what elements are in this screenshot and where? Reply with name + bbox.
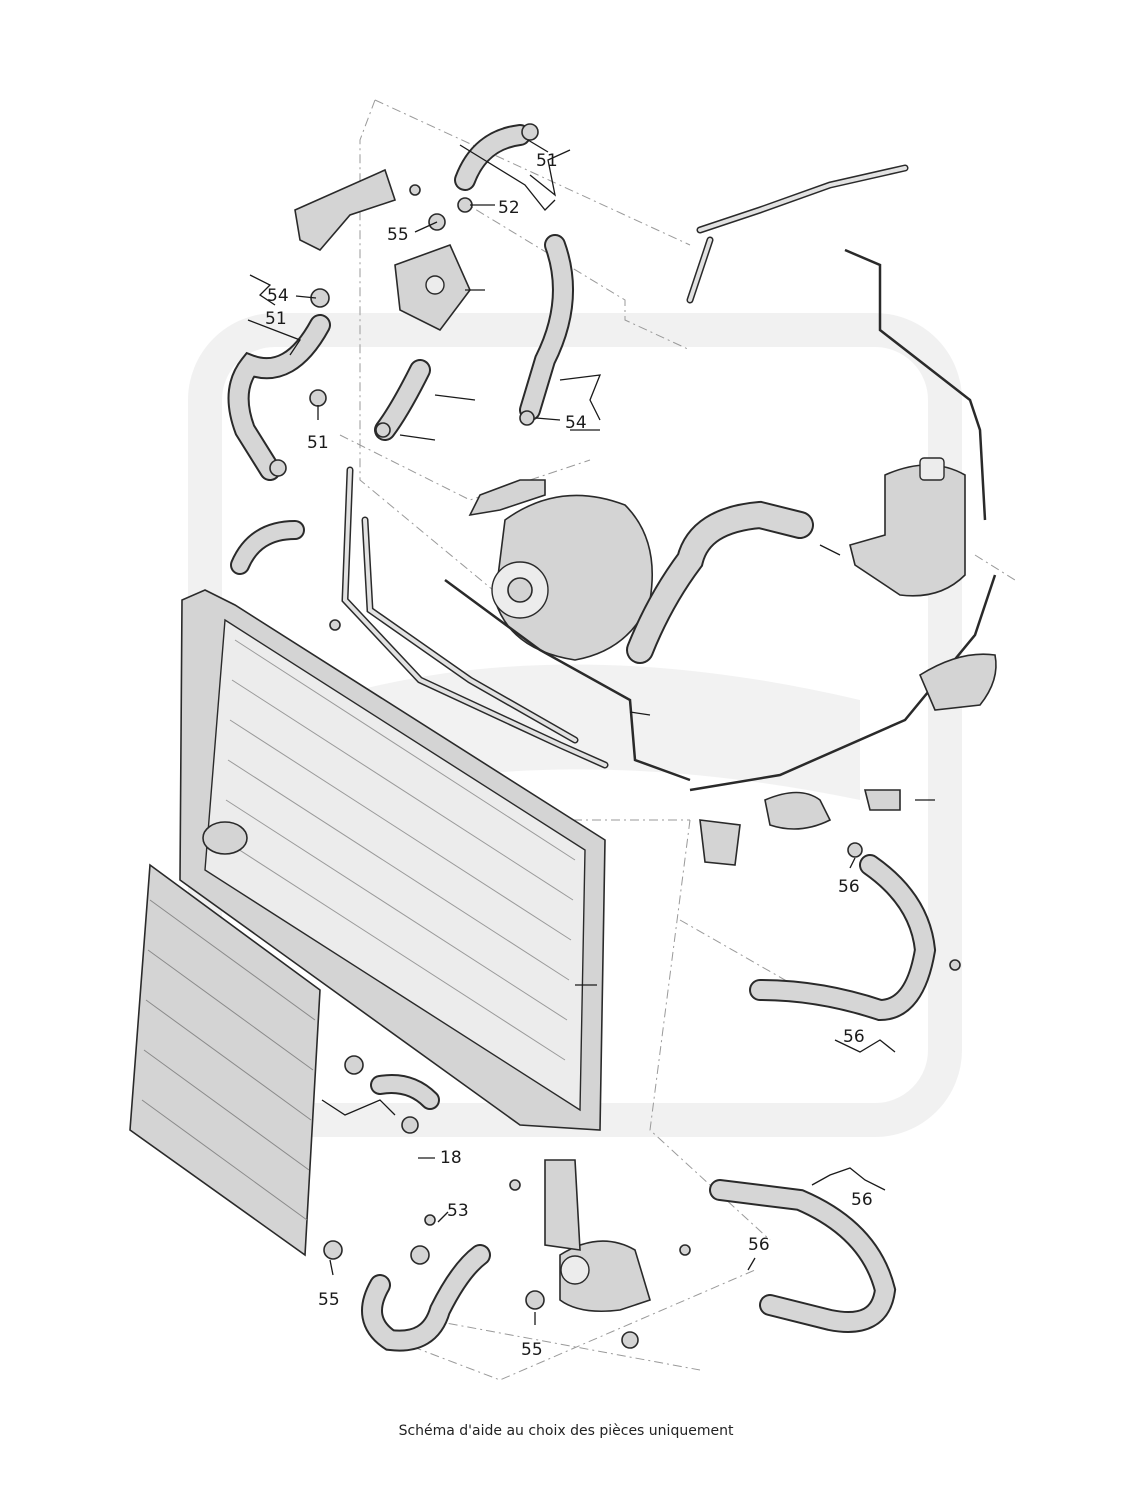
callout-56: 56 (851, 1190, 873, 1210)
callout-51: 51 (265, 309, 287, 329)
radiator (179, 589, 606, 1131)
oil-filter-housing (849, 457, 966, 597)
callout-labels: 51 52 55 54 51 51 54 56 56 18 53 55 55 5… (265, 151, 873, 1360)
disclaimer-caption: Schéma d'aide au choix des pièces unique… (398, 1423, 734, 1439)
parts-diagram: 51 52 55 54 51 51 54 56 56 18 53 55 55 5… (129, 99, 1016, 1381)
callout-56: 56 (748, 1235, 770, 1255)
callout-53: 53 (447, 1201, 469, 1221)
callout-55: 55 (318, 1290, 340, 1310)
callout-54: 54 (565, 413, 587, 433)
callout-52: 52 (498, 198, 520, 218)
condenser (129, 863, 321, 1257)
callout-56: 56 (843, 1027, 865, 1047)
callout-56: 56 (838, 877, 860, 897)
small-parts (269, 123, 997, 1349)
thermostat-housing (394, 243, 471, 332)
callout-55: 55 (387, 225, 409, 245)
coolant-pipes (341, 164, 997, 792)
alternator (491, 494, 653, 661)
callout-51: 51 (307, 433, 329, 453)
callout-18: 18 (440, 1148, 462, 1168)
callout-51: 51 (536, 151, 558, 171)
callout-54: 54 (267, 286, 289, 306)
callout-55: 55 (521, 1340, 543, 1360)
coolant-pump (544, 1159, 651, 1313)
leader-lines (247, 139, 935, 1325)
assembly-lines (250, 99, 1016, 1381)
